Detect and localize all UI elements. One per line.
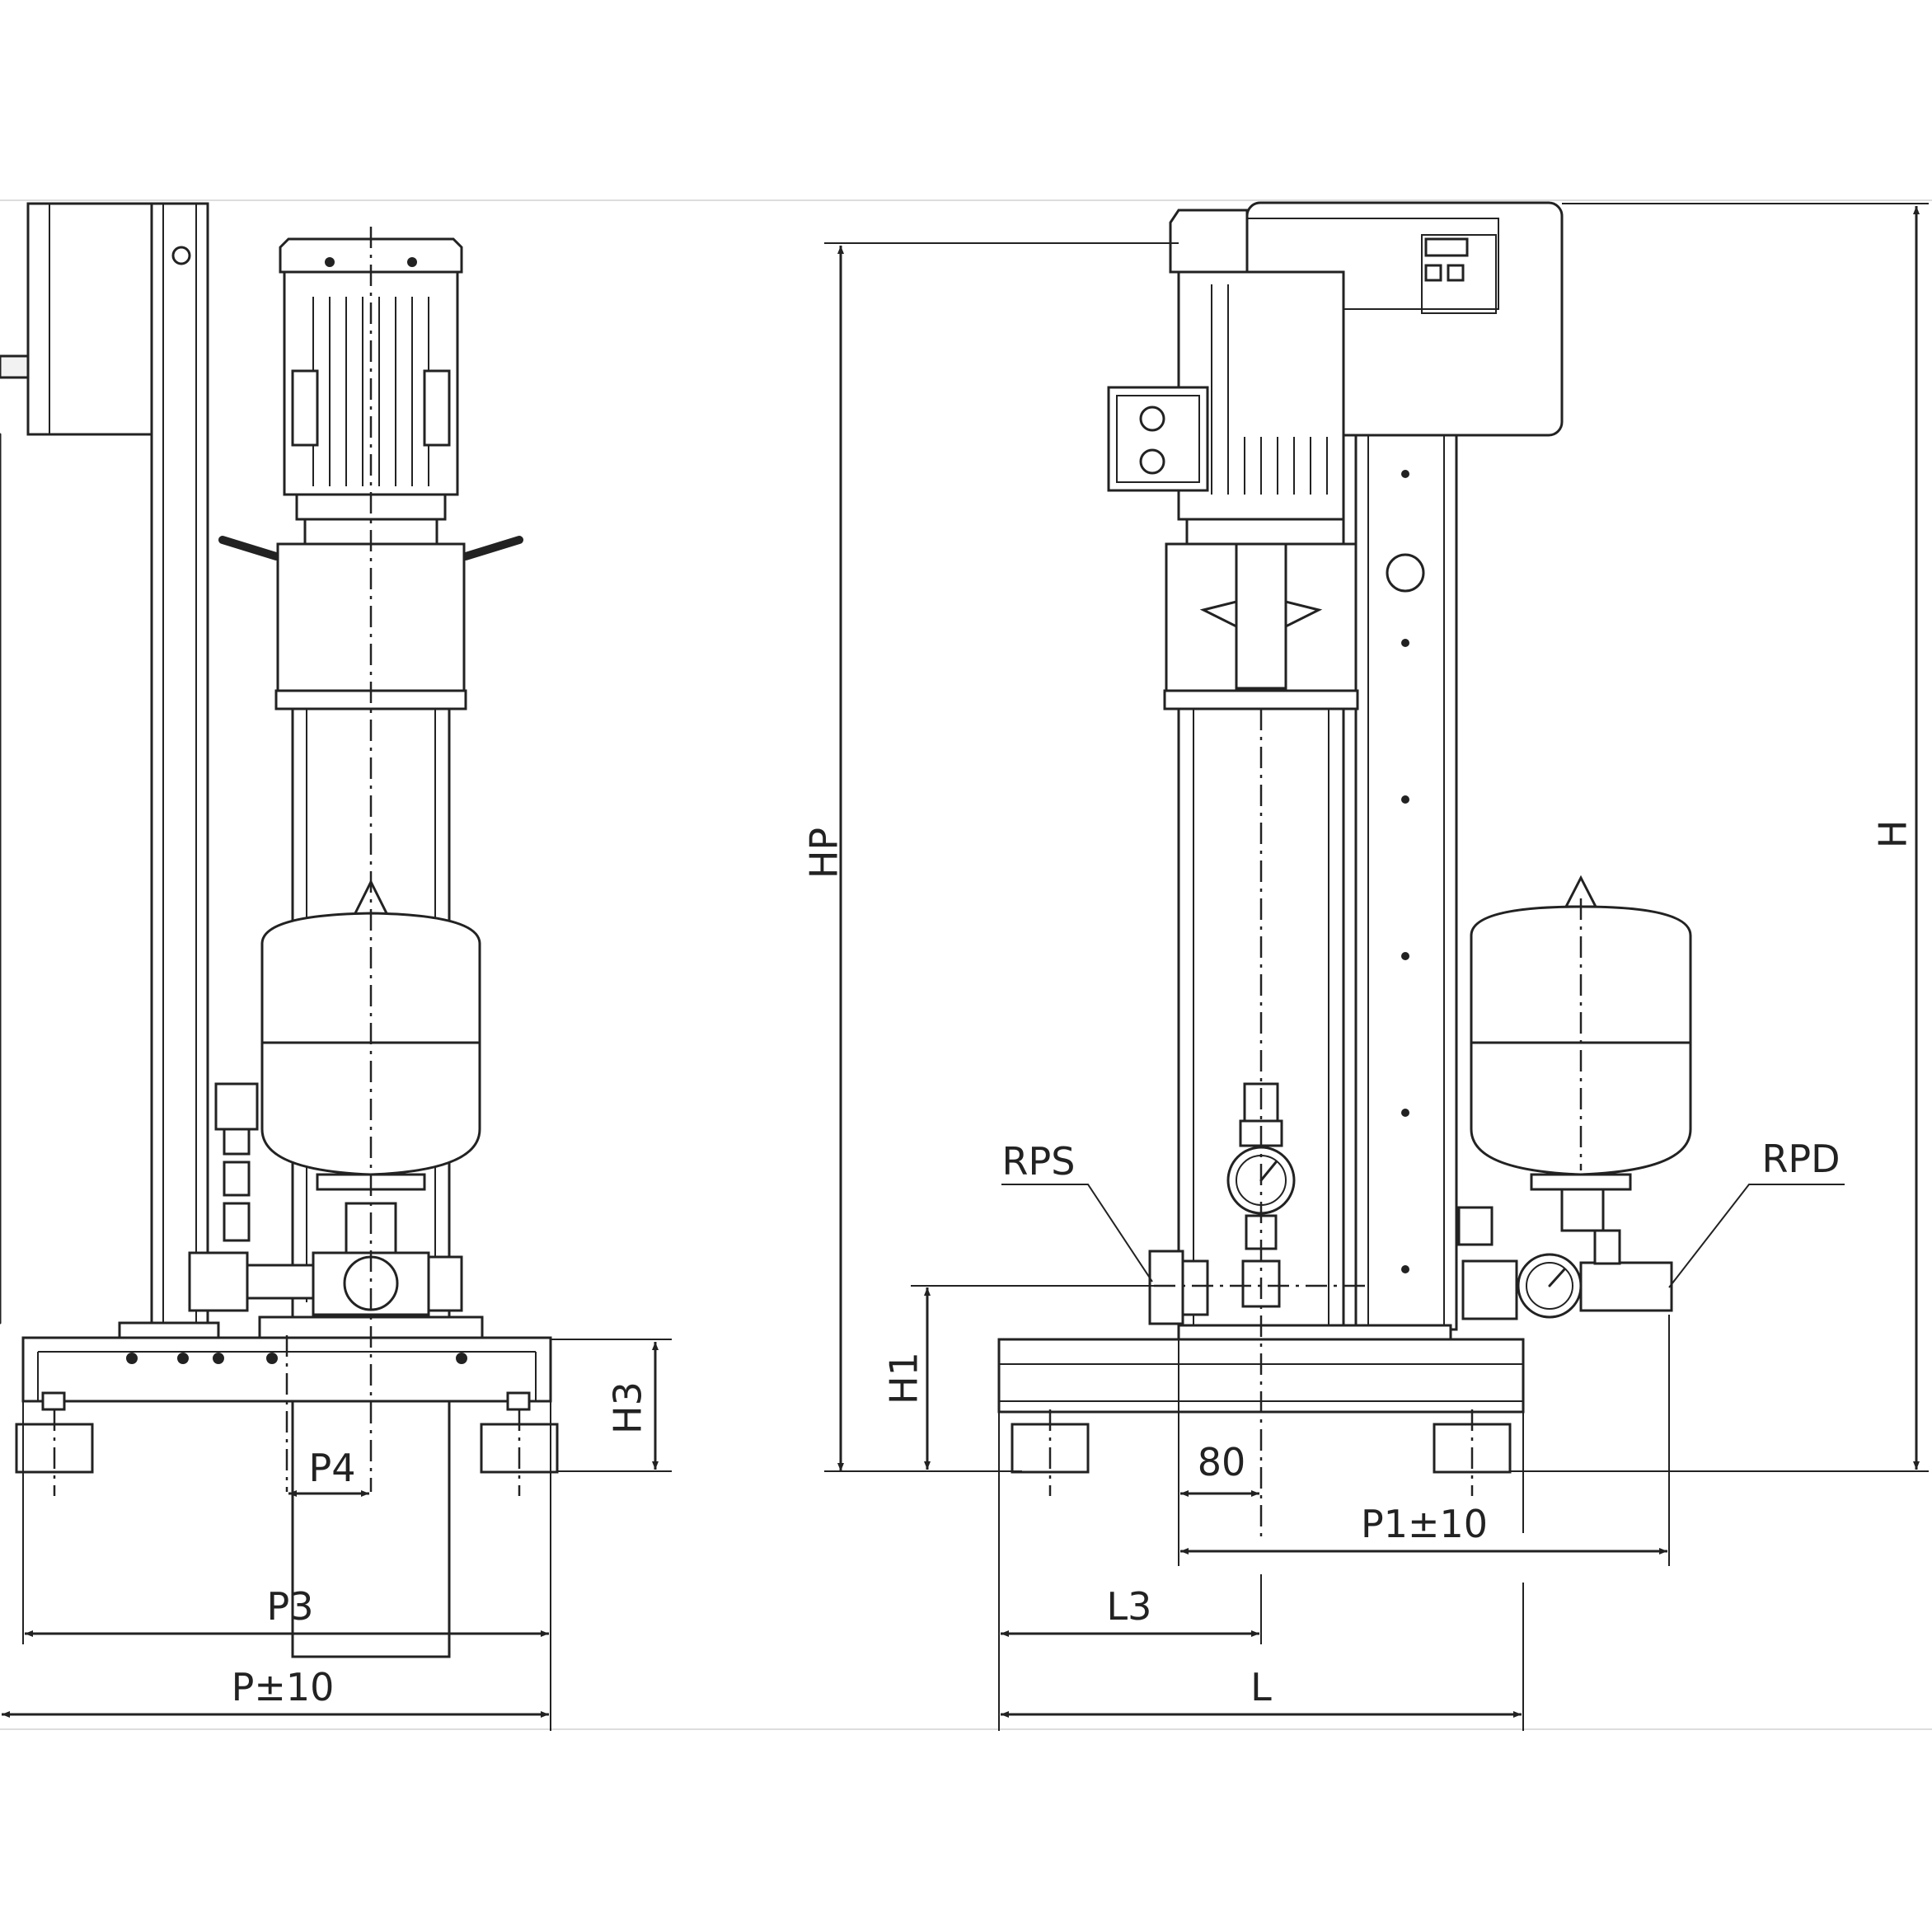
label-h3: H3 <box>606 1381 650 1434</box>
side-control-box <box>26 202 153 436</box>
suction-connection <box>1148 1250 1184 1325</box>
label-hp: HP <box>802 828 846 879</box>
frame-lines <box>0 199 1932 1730</box>
label-rpd: RPD <box>1761 1137 1840 1181</box>
front-view <box>997 201 1692 1541</box>
terminal-box <box>1107 386 1209 492</box>
label-l3: L3 <box>1107 1584 1152 1629</box>
label-80: 80 <box>1198 1440 1246 1484</box>
dimensions <box>2 203 1929 1731</box>
label-p3: P3 <box>266 1584 313 1629</box>
discharge-pipe <box>1579 1261 1673 1312</box>
label-p-tolerance: P±10 <box>232 1665 335 1709</box>
label-p4: P4 <box>308 1446 355 1490</box>
label-h1: H1 <box>882 1352 926 1404</box>
labels: HP H H1 H3 RPS RPD P4 P3 P±10 80 P1±10 L… <box>232 820 1916 1709</box>
side-pressure-switch <box>214 1082 259 1131</box>
rps-leader <box>1001 1184 1153 1283</box>
label-h: H <box>1871 820 1916 849</box>
label-rps: RPS <box>1002 1139 1076 1184</box>
front-column <box>1354 434 1458 1331</box>
side-view <box>0 202 559 1658</box>
side-column <box>150 202 209 1325</box>
rpd-leader <box>1668 1184 1845 1288</box>
side-gauge <box>188 1251 249 1312</box>
label-p1-tolerance: P1±10 <box>1361 1502 1488 1546</box>
label-l: L <box>1250 1665 1272 1709</box>
